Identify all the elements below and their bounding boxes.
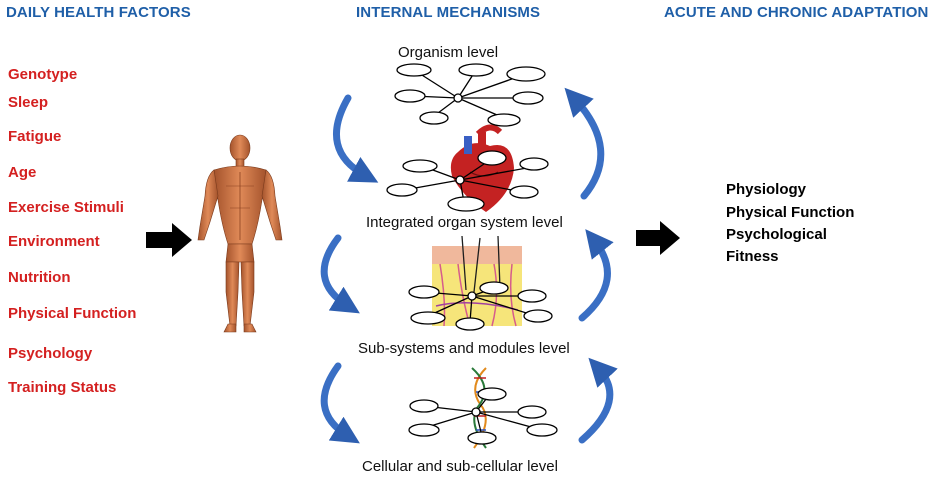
skin-tissue-icon (432, 235, 522, 327)
factor-exercise-stimuli: Exercise Stimuli (8, 199, 124, 216)
factor-age: Age (8, 164, 37, 181)
outcome-physical-function: Physical Function (726, 204, 855, 221)
cycle-arrow-right-2 (578, 229, 614, 322)
factor-genotype: Genotype (8, 66, 78, 83)
human-muscle-figure (197, 134, 283, 333)
flow-arrow-right (636, 221, 680, 255)
cycle-arrow-left-3 (320, 362, 360, 444)
level-organ-system: Integrated organ system level (366, 214, 563, 231)
network-organism (394, 63, 546, 127)
outcome-fitness: Fitness (726, 248, 779, 265)
cycle-arrow-right-1 (564, 87, 605, 200)
header-internal-mechanisms: INTERNAL MECHANISMS (356, 4, 541, 21)
cycle-arrow-right-3 (578, 357, 618, 444)
level-sub-systems: Sub-systems and modules level (358, 340, 570, 357)
level-organism: Organism level (398, 44, 499, 61)
factor-nutrition: Nutrition (8, 269, 71, 286)
cycle-arrow-left-1 (332, 94, 379, 183)
level-cellular: Cellular and sub-cellular level (362, 458, 558, 475)
network-cellular (408, 387, 558, 445)
header-daily-health-factors: DAILY HEALTH FACTORS (6, 4, 191, 21)
flow-arrow-left (146, 223, 192, 257)
factor-sleep: Sleep (8, 94, 49, 111)
network-sub-systems (408, 281, 553, 331)
factor-training-status: Training Status (8, 379, 117, 396)
header-adaptation: ACUTE AND CHRONIC ADAPTATION (664, 4, 929, 21)
factor-physical-function: Physical Function (8, 305, 137, 322)
cycle-arrows (320, 87, 618, 444)
network-organ-system (386, 150, 549, 212)
outcome-physiology: Physiology (726, 181, 807, 198)
factor-psychology: Psychology (8, 345, 93, 362)
factor-fatigue: Fatigue (8, 128, 62, 145)
factor-environment: Environment (8, 233, 100, 250)
cycle-arrow-left-2 (320, 234, 360, 314)
outcome-psychological: Psychological (726, 226, 827, 243)
